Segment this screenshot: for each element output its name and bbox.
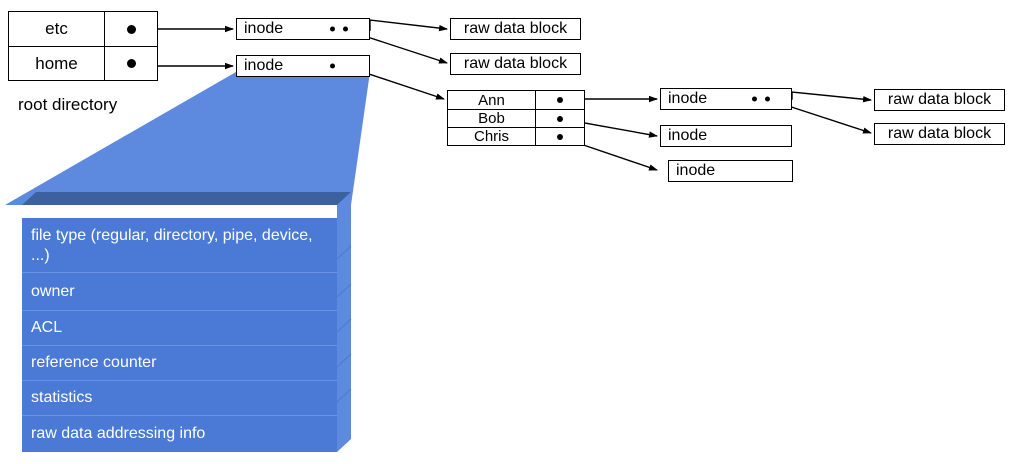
pointer-dot-icon	[126, 24, 136, 34]
raw-data-block-ann-1[interactable]: raw data block	[874, 89, 1005, 111]
inode-label: inode	[668, 90, 708, 107]
dir-entry-name: Chris	[448, 128, 536, 145]
raw-data-block-label: raw data block	[463, 55, 568, 72]
pointer-dot-icon	[752, 96, 757, 102]
inode-box-home[interactable]: inode	[236, 55, 370, 77]
inode-box-bob[interactable]: inode	[660, 125, 792, 147]
inode-field-label: ACL	[31, 319, 63, 336]
pointer-dot-icon	[126, 59, 136, 68]
root-directory-table: etc home	[8, 11, 158, 81]
pointer-dot-icon	[557, 97, 563, 103]
inode-field-statistics[interactable]: statistics	[22, 380, 337, 415]
dir-entry-name: Bob	[448, 110, 536, 127]
table-row[interactable]: Ann	[448, 91, 584, 109]
stack-3d-faces	[22, 192, 351, 205]
table-row[interactable]: home	[9, 46, 157, 80]
stack-side-faces	[336, 192, 352, 452]
inode-label: inode	[676, 162, 716, 179]
dir-entry-pointer-cell	[536, 110, 584, 127]
dir-entry-name: etc	[9, 12, 105, 46]
pointer-dot-icon	[765, 96, 770, 102]
inode-pointer-dots	[752, 96, 770, 102]
inode-pointer-dots	[330, 26, 348, 32]
inode-box-etc[interactable]: inode	[236, 18, 370, 40]
table-row[interactable]: Chris	[448, 127, 584, 145]
raw-data-block-label: raw data block	[887, 91, 992, 108]
inode-label: inode	[244, 20, 284, 37]
pointer-dot-icon	[557, 133, 563, 140]
dir-entry-name: home	[9, 47, 105, 80]
inode-label: inode	[668, 127, 708, 144]
dir-entry-name: Ann	[448, 91, 536, 109]
table-row[interactable]: etc	[9, 12, 157, 46]
inode-field-file-type[interactable]: file type (regular, directory, pipe, dev…	[22, 218, 337, 272]
dir-entry-pointer-cell	[105, 47, 157, 80]
home-directory-table: Ann Bob Chris	[447, 90, 585, 146]
pointer-dot-icon	[557, 115, 563, 122]
inode-field-owner[interactable]: owner	[22, 272, 337, 310]
inode-field-reference-counter[interactable]: reference counter	[22, 345, 337, 380]
dir-entry-pointer-cell	[105, 12, 157, 46]
pointer-dot-icon	[330, 26, 335, 32]
inode-box-ann[interactable]: inode	[660, 88, 792, 110]
inode-box-chris[interactable]: inode	[668, 160, 793, 182]
inode-field-label: statistics	[31, 389, 93, 406]
raw-data-block-ann-2[interactable]: raw data block	[874, 123, 1005, 145]
raw-data-block-label: raw data block	[463, 20, 568, 37]
inode-field-label: owner	[31, 282, 75, 300]
raw-data-block-etc-2[interactable]: raw data block	[450, 53, 581, 75]
raw-data-block-etc-1[interactable]: raw data block	[450, 18, 581, 40]
pointer-dot-icon	[343, 26, 348, 32]
inode-field-label: file type (regular, directory, pipe, dev…	[31, 227, 313, 264]
inode-field-raw-data-addressing[interactable]: raw data addressing info	[22, 415, 337, 452]
inode-pointer-dots	[330, 63, 335, 69]
dir-entry-pointer-cell	[536, 128, 584, 145]
inode-field-label: reference counter	[31, 354, 157, 371]
pointer-dot-icon	[330, 63, 335, 69]
raw-data-block-label: raw data block	[887, 125, 992, 142]
inode-field-acl[interactable]: ACL	[22, 310, 337, 345]
inode-field-label: raw data addressing info	[31, 425, 206, 442]
inode-label: inode	[244, 57, 284, 74]
dir-entry-pointer-cell	[536, 91, 584, 109]
root-directory-caption: root directory	[18, 95, 118, 114]
table-row[interactable]: Bob	[448, 109, 584, 127]
